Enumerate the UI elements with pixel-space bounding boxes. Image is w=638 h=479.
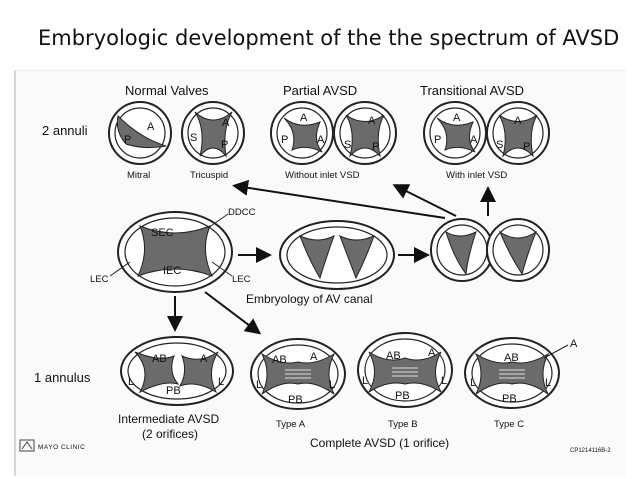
svg-text:AB: AB (504, 352, 519, 364)
mitral-posterior-label: P (124, 134, 131, 146)
svg-text:PB: PB (395, 390, 410, 402)
caption-intermediate-avsd: Intermediate AVSD (118, 412, 219, 426)
complete-avsd-type-c: AB L L PB A (464, 337, 578, 409)
slide-title: Embryologic development of the the spect… (38, 26, 620, 50)
mitral-anterior-label: A (147, 121, 155, 133)
caption-embryology: Embryology of AV canal (246, 292, 373, 306)
svg-text:L: L (441, 375, 447, 387)
svg-text:L: L (329, 379, 335, 391)
complete-avsd-type-a: AB A L L PB (250, 338, 346, 410)
transitional-avsd-valve: A P A A S P (423, 101, 550, 165)
caption-type-a: Type A (276, 419, 306, 430)
tricuspid-anterior-label: A (222, 117, 230, 129)
header-transitional-avsd: Transitional AVSD (420, 83, 524, 98)
iec-label: IEC (163, 265, 181, 277)
caption-without-inlet-vsd: Without inlet VSD (285, 170, 360, 181)
svg-text:A: A (514, 115, 522, 127)
caption-type-b: Type B (388, 419, 418, 430)
svg-text:A: A (428, 347, 436, 359)
header-partial-avsd: Partial AVSD (283, 83, 357, 98)
svg-text:A: A (470, 134, 478, 146)
mitral-valve: A P (108, 101, 172, 165)
figure-code: CP1214116B-2 (570, 448, 611, 454)
svg-text:A: A (368, 115, 376, 127)
svg-text:L: L (218, 376, 224, 388)
svg-text:L: L (362, 375, 368, 387)
intermediate-avsd-valve: AB A L PB L (120, 336, 234, 406)
sec-label: SEC (151, 227, 174, 239)
svg-text:L: L (128, 376, 134, 388)
svg-text:PB: PB (502, 393, 517, 405)
row-label-2-annuli: 2 annuli (42, 123, 88, 138)
svg-text:A: A (570, 338, 578, 350)
svg-text:PB: PB (288, 394, 303, 406)
svg-text:P: P (523, 141, 530, 153)
tricuspid-valve: A S P (181, 101, 245, 165)
svg-text:A: A (310, 351, 318, 363)
mayo-clinic-logo (19, 439, 35, 452)
svg-text:P: P (434, 134, 441, 146)
svg-text:S: S (344, 139, 351, 151)
svg-text:AB: AB (272, 354, 287, 366)
svg-text:P: P (281, 134, 288, 146)
lec-left-label: LEC (90, 274, 109, 285)
caption-intermediate-sub: (2 orifices) (142, 427, 198, 441)
svg-text:L: L (256, 379, 262, 391)
lec-right-label: LEC (232, 274, 251, 285)
tricuspid-posterior-label: P (221, 139, 228, 151)
complete-avsd-type-b: AB A L L PB (357, 332, 453, 408)
partial-avsd-valve: A P A A S P (270, 101, 397, 165)
caption-tricuspid: Tricuspid (190, 170, 228, 181)
svg-text:P: P (372, 141, 379, 153)
svg-text:A: A (300, 112, 308, 124)
tricuspid-septal-label: S (190, 132, 197, 144)
svg-text:AB: AB (386, 350, 401, 362)
svg-text:A: A (200, 353, 208, 365)
svg-text:L: L (470, 377, 476, 389)
svg-text:A: A (453, 112, 461, 124)
arrows (167, 179, 496, 335)
caption-complete-avsd: Complete AVSD (1 orifice) (310, 436, 449, 450)
svg-text:A: A (317, 134, 325, 146)
svg-text:PB: PB (166, 385, 181, 397)
svg-text:S: S (496, 139, 503, 151)
caption-mitral: Mitral (127, 170, 150, 181)
ddcc-label: DDCC (228, 207, 256, 218)
header-normal-valves: Normal Valves (125, 83, 209, 98)
svg-text:L: L (545, 377, 551, 389)
caption-with-inlet-vsd: With inlet VSD (446, 170, 507, 181)
caption-type-c: Type C (494, 419, 524, 430)
svg-text:AB: AB (152, 353, 167, 365)
mayo-clinic-text: MAYO CLINIC (38, 444, 85, 451)
row-label-1-annulus: 1 annulus (34, 370, 91, 385)
embryology-av-canal: SEC IEC DDCC LEC LEC (90, 207, 550, 293)
